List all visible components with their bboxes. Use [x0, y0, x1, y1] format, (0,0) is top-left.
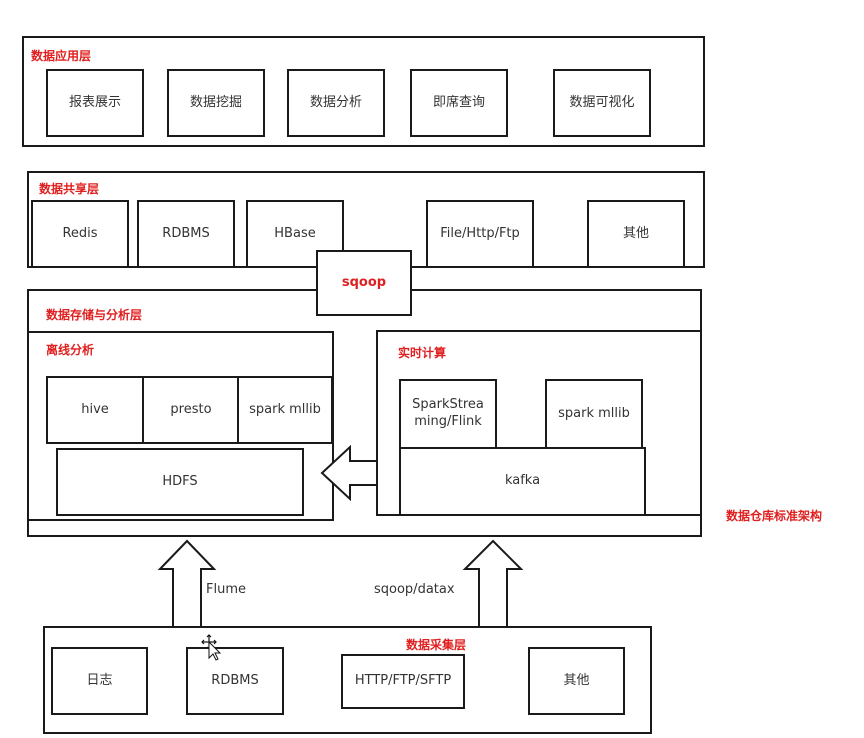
app-item-adhoc-query: 即席查询 — [410, 69, 508, 137]
realtime-title: 实时计算 — [398, 346, 447, 360]
collect-item-http-ftp-sftp: HTTP/FTP/SFTP — [341, 654, 465, 709]
offline-item-presto: presto — [142, 376, 240, 444]
offline-analysis-title: 离线分析 — [46, 343, 95, 357]
offline-item-hive: hive — [46, 376, 144, 444]
storage-layer-title: 数据存储与分析层 — [46, 308, 143, 322]
app-item-report: 报表展示 — [46, 69, 144, 137]
share-item-rdbms: RDBMS — [137, 200, 235, 268]
app-item-visualization: 数据可视化 — [553, 69, 651, 137]
share-item-other: 其他 — [587, 200, 685, 268]
app-item-analysis: 数据分析 — [287, 69, 385, 137]
realtime-item-streaming: SparkStreaming/Flink — [399, 379, 497, 449]
offline-item-spark-mllib: spark mllib — [237, 376, 333, 444]
realtime-item-spark-mllib: spark mllib — [545, 379, 643, 449]
share-item-redis: Redis — [31, 200, 129, 268]
sqoop-label: sqoop — [341, 274, 387, 290]
collect-item-rdbms: RDBMS — [186, 647, 284, 715]
app-layer-title: 数据应用层 — [31, 49, 92, 63]
share-item-file-http-ftp: File/Http/Ftp — [426, 200, 534, 268]
kafka-box: kafka — [399, 447, 646, 516]
up-arrow-sqoop-datax-icon — [462, 539, 524, 628]
hdfs-box: HDFS — [56, 448, 304, 516]
collect-item-other: 其他 — [528, 647, 625, 715]
collect-item-log: 日志 — [51, 647, 148, 715]
sqoop-datax-label: sqoop/datax — [374, 582, 455, 597]
streaming-label: SparkStreaming/Flink — [412, 397, 484, 429]
share-layer-title: 数据共享层 — [39, 182, 100, 196]
move-cursor-icon — [201, 634, 222, 661]
left-arrow-icon — [320, 444, 378, 502]
flume-label: Flume — [206, 582, 246, 597]
sqoop-connector: sqoop — [316, 250, 412, 316]
collect-layer-title: 数据采集层 — [406, 638, 467, 652]
app-item-mining: 数据挖掘 — [167, 69, 265, 137]
warehouse-architecture-label: 数据仓库标准架构 — [726, 509, 823, 523]
